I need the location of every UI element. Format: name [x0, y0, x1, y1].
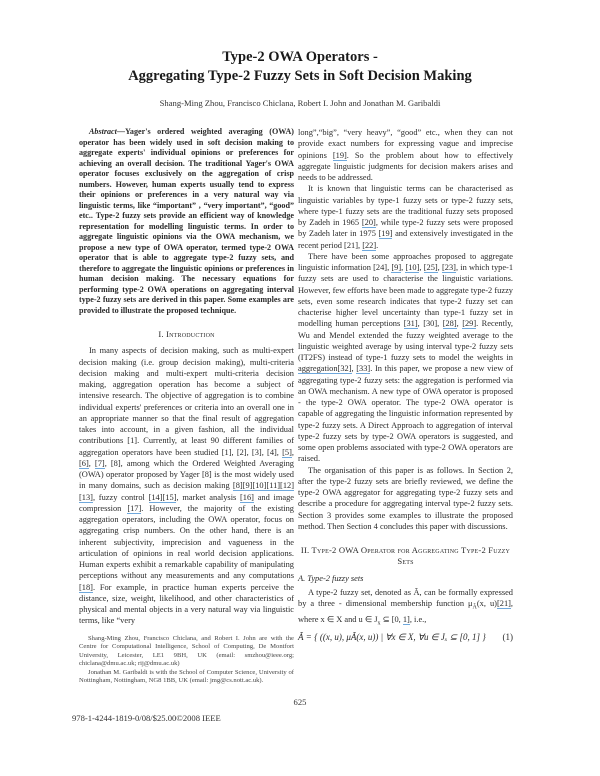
citation-link[interactable]: [28]: [442, 319, 457, 330]
left-column: Abstract—Yager's ordered weighted averag…: [79, 127, 294, 686]
citation-link[interactable]: [5]: [282, 447, 292, 458]
right-column: long”,“big”, “very heavy”, “good” etc., …: [298, 127, 513, 645]
citation-link[interactable]: [21]: [496, 599, 511, 609]
citation-link[interactable]: [7]: [94, 458, 105, 469]
isbn-copyright: 978-1-4244-1819-0/08/$25.00©2008 IEEE: [72, 713, 221, 723]
citation-link[interactable]: [31]: [403, 319, 418, 330]
citation-link[interactable]: aggregation[32]: [298, 364, 352, 375]
citation-link[interactable]: [14][15]: [148, 492, 177, 503]
intro-paragraph: In many aspects of decision making, such…: [79, 346, 294, 626]
citation-link[interactable]: 1]: [402, 614, 410, 625]
citation-link[interactable]: [20]: [361, 218, 376, 228]
section-heading-introduction: I. Introduction: [158, 329, 215, 339]
equation-body: Ã = { ((x, u), μÃ(x, u)) | ∀x ∈ X, ∀u ∈ …: [298, 631, 486, 642]
authors: Shang-Ming Zhou, Francisco Chiclana, Rob…: [159, 98, 441, 108]
citation-link[interactable]: [23]: [441, 263, 456, 273]
citation-link[interactable]: [8][9][10][11][12][13]: [79, 481, 294, 503]
footnote-affiliation-2: Jonathan M. Garibaldi is with the School…: [79, 668, 294, 685]
paragraph-linguistic-terms: It is known that linguistic terms can be…: [298, 184, 513, 251]
abstract-label: Abstract: [89, 127, 117, 136]
citation-link[interactable]: [25]: [423, 263, 438, 273]
abstract-text: —Yager's ordered weighted averaging (OWA…: [79, 127, 294, 315]
paragraph-continued: long”,“big”, “very heavy”, “good” etc., …: [298, 128, 513, 182]
citation-link[interactable]: [17]: [127, 503, 142, 514]
paragraph-approaches: There have been some approaches proposed…: [298, 251, 514, 464]
equation-number: (1): [502, 631, 514, 642]
citation-link[interactable]: [33]: [356, 364, 371, 375]
paper-title-line1: Type-2 OWA Operators -: [222, 49, 378, 65]
citation-link[interactable]: [19]: [378, 229, 393, 240]
subsection-heading: A. Type-2 fuzzy sets: [298, 573, 364, 583]
section-heading-type2-owa: II. Type-2 OWA Operator for Aggregating …: [300, 545, 511, 567]
abstract: Abstract—Yager's ordered weighted averag…: [79, 127, 294, 316]
footnote-affiliation-1: Shang-Ming Zhou, Francisco Chiclana, and…: [79, 634, 294, 668]
equation-1: Ã = { ((x, u), μÃ(x, u)) | ∀x ∈ X, ∀u ∈ …: [298, 632, 513, 643]
citation-link[interactable]: [6]: [79, 458, 89, 469]
paragraph-organisation: The organisation of this paper is as fol…: [298, 465, 513, 531]
citation-link[interactable]: [19]: [332, 150, 347, 161]
citation-link[interactable]: [16]: [240, 492, 254, 503]
footnotes: Shang-Ming Zhou, Francisco Chiclana, and…: [79, 635, 294, 687]
citation-link[interactable]: [10]: [405, 263, 420, 273]
paper-title-line2: Aggregating Type-2 Fuzzy Sets in Soft De…: [128, 68, 472, 84]
citation-link[interactable]: [29]: [462, 319, 477, 330]
page-number: 625: [293, 697, 307, 707]
paragraph-type2-definition: A type-2 fuzzy set, denoted as Ã, can be…: [298, 587, 514, 627]
citation-link[interactable]: [9]: [391, 263, 402, 273]
citation-link[interactable]: [22]: [362, 240, 377, 251]
citation-link[interactable]: [18]: [79, 582, 93, 593]
